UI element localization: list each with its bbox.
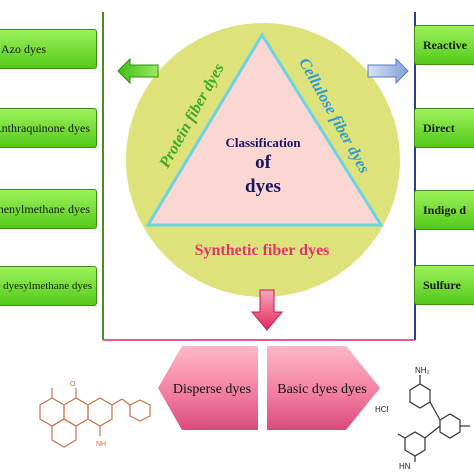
hn-label: HN [399,462,411,471]
title-line-3: dyes [245,176,281,197]
disperse-pentagon [158,346,258,430]
disperse-dyes-label: Disperse dyes [173,382,251,397]
right-arrow [367,57,409,85]
right-box-label: Indigo d [423,202,467,217]
molecule-o-label: O [70,381,76,388]
left-arrow [117,57,159,85]
left-box-label: Azo dyes [1,41,46,56]
nh2-label: NH₂ [415,366,430,375]
right-box-direct: Direct [414,108,474,148]
right-box-sulfure: Sulfure [414,265,474,305]
molecule-nh-label: NH [96,441,106,448]
down-arrow [250,289,284,331]
left-box-triphenylmethane: Triphenylmethane dyes [0,189,97,229]
left-box-azo: Azo dyes [0,29,97,69]
center-triangle [145,32,384,227]
basic-pentagon [267,346,380,430]
hcl-label: HCl [375,405,389,414]
title-line-1: Classification [225,135,301,150]
basic-dyes-label: Basic dyes dyes [277,382,366,397]
left-box-label: Anthraquinone dyes [0,120,90,135]
right-box-label: Direct [423,120,455,135]
right-box-label: Sulfure [423,277,461,292]
triphenylmethane-molecule [397,375,470,462]
right-box-label: Reactive [423,37,467,52]
title-line-2: of [255,152,272,173]
anthraquinone-molecule [39,388,151,448]
right-box-indigo: Indigo d [414,190,474,230]
left-box-label: Phthalocyanine dyesylmethane dyes [0,280,92,292]
right-box-reactive: Reactive [414,25,474,65]
left-box-phthalocyanine: Phthalocyanine dyesylmethane dyes [0,266,97,306]
left-box-label: Triphenylmethane dyes [0,201,90,216]
synthetic-fiber-label: Synthetic fiber dyes [195,242,330,259]
left-box-anthraquinone: Anthraquinone dyes [0,108,97,148]
